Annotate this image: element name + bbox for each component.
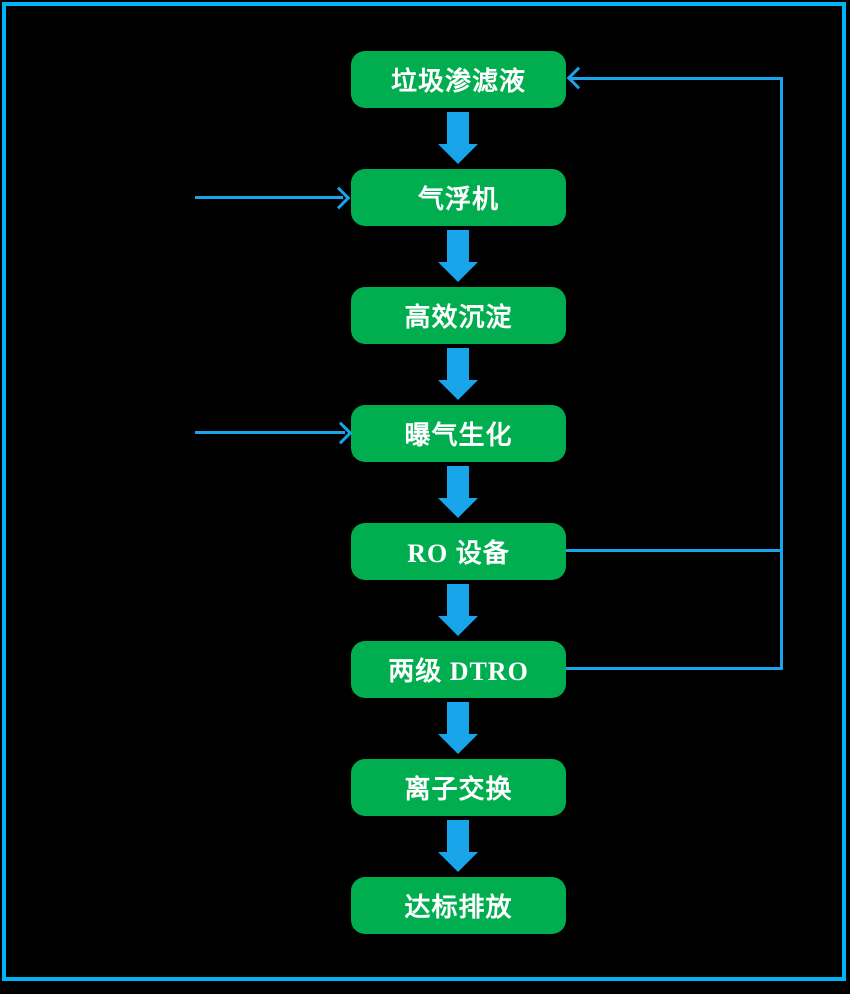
node-ion-exchange-label: 离子交换 (404, 775, 513, 804)
node-aeration-label: 曝气生化 (404, 421, 513, 450)
feedback-line-vertical (780, 77, 783, 670)
down-arrow-icon (438, 820, 478, 872)
feedback-line-return (570, 77, 783, 80)
feedback-line-dtro (566, 667, 783, 670)
node-leachate: 垃圾渗滤液 (351, 51, 566, 108)
feedback-line-ro (566, 549, 783, 552)
node-air-flotation-label: 气浮机 (417, 185, 499, 214)
node-two-stage-dtro: 两级 DTRO (351, 641, 566, 698)
down-arrow-icon (438, 584, 478, 636)
down-arrow-icon (438, 112, 478, 164)
down-arrow-icon (438, 702, 478, 754)
node-sedimentation-label: 高效沉淀 (404, 303, 513, 332)
node-two-stage-dtro-label: 两级 DTRO (388, 657, 529, 686)
outer-frame (2, 2, 846, 981)
input-line-aeration (195, 431, 345, 434)
down-arrow-icon (438, 466, 478, 518)
input-line-air-flotation (195, 196, 343, 199)
node-discharge-label: 达标排放 (404, 893, 513, 922)
node-ro-equipment-label: RO 设备 (407, 539, 510, 568)
down-arrow-icon (438, 348, 478, 400)
node-ion-exchange: 离子交换 (351, 759, 566, 816)
node-discharge: 达标排放 (351, 877, 566, 934)
down-arrow-icon (438, 230, 478, 282)
node-sedimentation: 高效沉淀 (351, 287, 566, 344)
node-leachate-label: 垃圾渗滤液 (390, 67, 526, 96)
node-air-flotation: 气浮机 (351, 169, 566, 226)
node-aeration: 曝气生化 (351, 405, 566, 462)
node-ro-equipment: RO 设备 (351, 523, 566, 580)
